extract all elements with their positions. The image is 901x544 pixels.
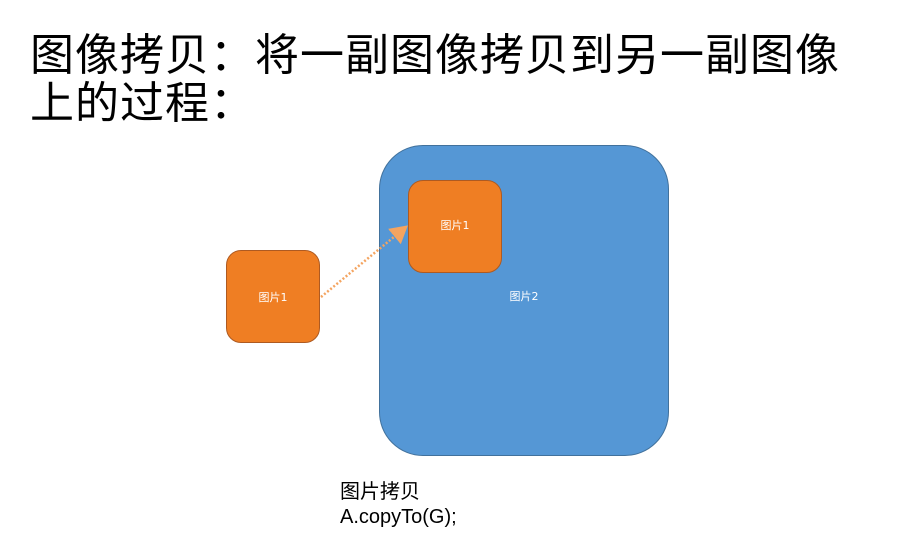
caption: 图片拷贝 A.copyTo(G); xyxy=(340,478,457,530)
target-image-label: 图片2 xyxy=(509,289,539,303)
source-image-box: 图片1 xyxy=(226,250,320,343)
slide-title: 图像拷贝：将一副图像拷贝到另一副图像上的过程： xyxy=(30,30,840,129)
caption-code: A.copyTo(G); xyxy=(340,506,457,528)
copied-image-box: 图片1 xyxy=(408,180,502,273)
caption-title: 图片拷贝 xyxy=(340,479,420,503)
copied-image-label: 图片1 xyxy=(440,218,470,232)
source-image-label: 图片1 xyxy=(258,290,288,304)
